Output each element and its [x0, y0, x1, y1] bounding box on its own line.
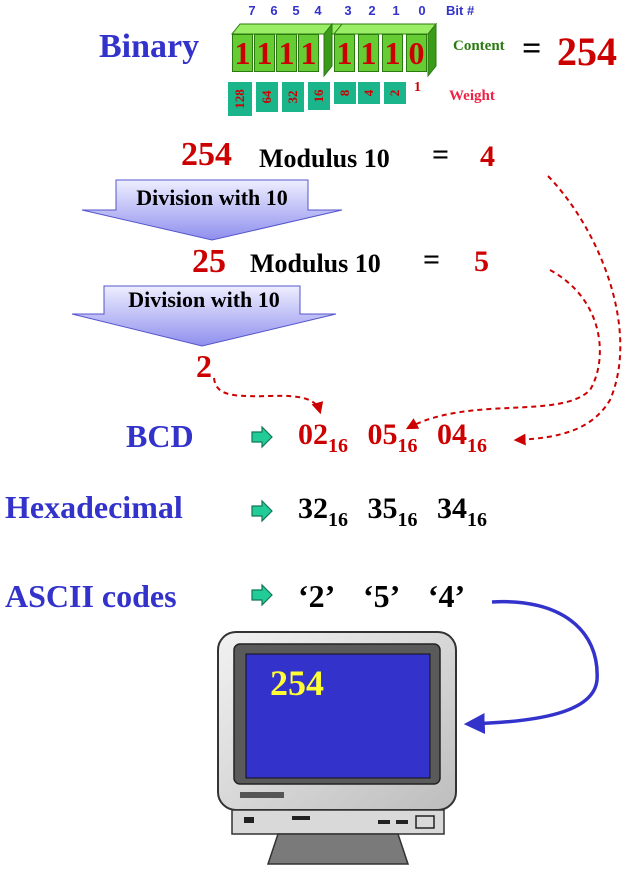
bit-number: 7	[248, 3, 256, 18]
binary-result: 254	[557, 29, 617, 74]
step3-value: 2	[196, 348, 212, 384]
bcd-value: 02	[298, 418, 328, 451]
binary-label: Binary	[99, 28, 200, 65]
step1-op: Modulus 10	[259, 144, 390, 173]
bcd-arrow-icon	[251, 425, 273, 449]
hex-values: 3216 3516 3416	[298, 492, 487, 532]
step2-remainder: 5	[474, 245, 489, 278]
monitor-display: 254	[270, 663, 324, 703]
hex-label: Hexadecimal	[5, 489, 183, 525]
step1-eq: =	[432, 138, 450, 171]
content-bit: 0	[406, 34, 427, 72]
step2-eq: =	[423, 243, 441, 276]
bit-number: 3	[344, 3, 352, 18]
bcd-value: 04	[437, 418, 467, 451]
hex-base: 16	[328, 509, 348, 531]
step1-value: 254	[181, 136, 232, 173]
division-arrow-1	[81, 179, 343, 241]
ascii-value: ‘5’	[362, 578, 400, 614]
register-3d-top	[230, 22, 438, 78]
connector-quotient-2	[213, 377, 324, 415]
content-bit: 1	[254, 34, 275, 72]
content-bit: 1	[382, 34, 403, 72]
bit-header: Bit #	[446, 3, 475, 18]
bit-number: 5	[292, 3, 300, 18]
content-bit: 1	[298, 34, 319, 72]
bcd-base: 16	[467, 435, 487, 457]
hex-base: 16	[397, 509, 418, 531]
content-bit: 1	[358, 34, 379, 72]
content-bit: 1	[232, 34, 253, 72]
bcd-label: BCD	[126, 418, 194, 454]
weight-label: Weight	[449, 88, 495, 104]
hex-arrow-icon	[251, 499, 273, 523]
weight-box: 32	[282, 82, 304, 112]
connector-remainder-5	[405, 269, 601, 430]
weight-value: 1	[414, 80, 421, 95]
hex-value: 32	[298, 492, 328, 525]
weight-box: 4	[358, 82, 380, 104]
step2-op: Modulus 10	[250, 249, 381, 278]
ascii-label: ASCII codes	[5, 578, 177, 614]
bcd-values: 0216 0516 0416	[298, 418, 487, 458]
division-arrow-2	[71, 285, 337, 347]
bit-number: 1	[392, 3, 400, 18]
content-bit: 1	[334, 34, 355, 72]
ascii-arrow-icon	[251, 583, 273, 607]
weight-box: 8	[334, 82, 356, 104]
weight-box: 64	[256, 82, 278, 112]
ascii-value: ‘2’	[298, 578, 335, 614]
bit-number: 2	[368, 3, 376, 18]
bcd-base: 16	[328, 435, 348, 457]
content-bit: 1	[276, 34, 297, 72]
equals-sign: =	[522, 30, 542, 67]
step2-value: 25	[192, 243, 226, 280]
content-label: Content	[453, 38, 505, 54]
ascii-value: ‘4’	[427, 578, 466, 614]
division-label-2: Division with 10	[128, 287, 280, 312]
division-label-1: Division with 10	[136, 185, 288, 210]
bit-number: 6	[270, 3, 278, 18]
weight-box: 2	[384, 82, 406, 104]
connector-ascii-to-screen	[463, 599, 599, 735]
hex-value: 34	[437, 492, 467, 525]
weight-box: 16	[308, 82, 330, 110]
step1-remainder: 4	[480, 140, 495, 173]
bcd-value: 05	[367, 418, 398, 451]
bit-number: 0	[418, 3, 426, 18]
computer-monitor	[217, 631, 457, 865]
bit-number: 4	[314, 3, 322, 18]
hex-base: 16	[467, 509, 487, 531]
bcd-base: 16	[397, 435, 418, 457]
hex-value: 35	[367, 492, 398, 525]
connector-remainder-4	[513, 175, 622, 446]
weight-box: 128	[228, 82, 252, 116]
ascii-values: ‘2’ ‘5’ ‘4’	[298, 578, 465, 615]
